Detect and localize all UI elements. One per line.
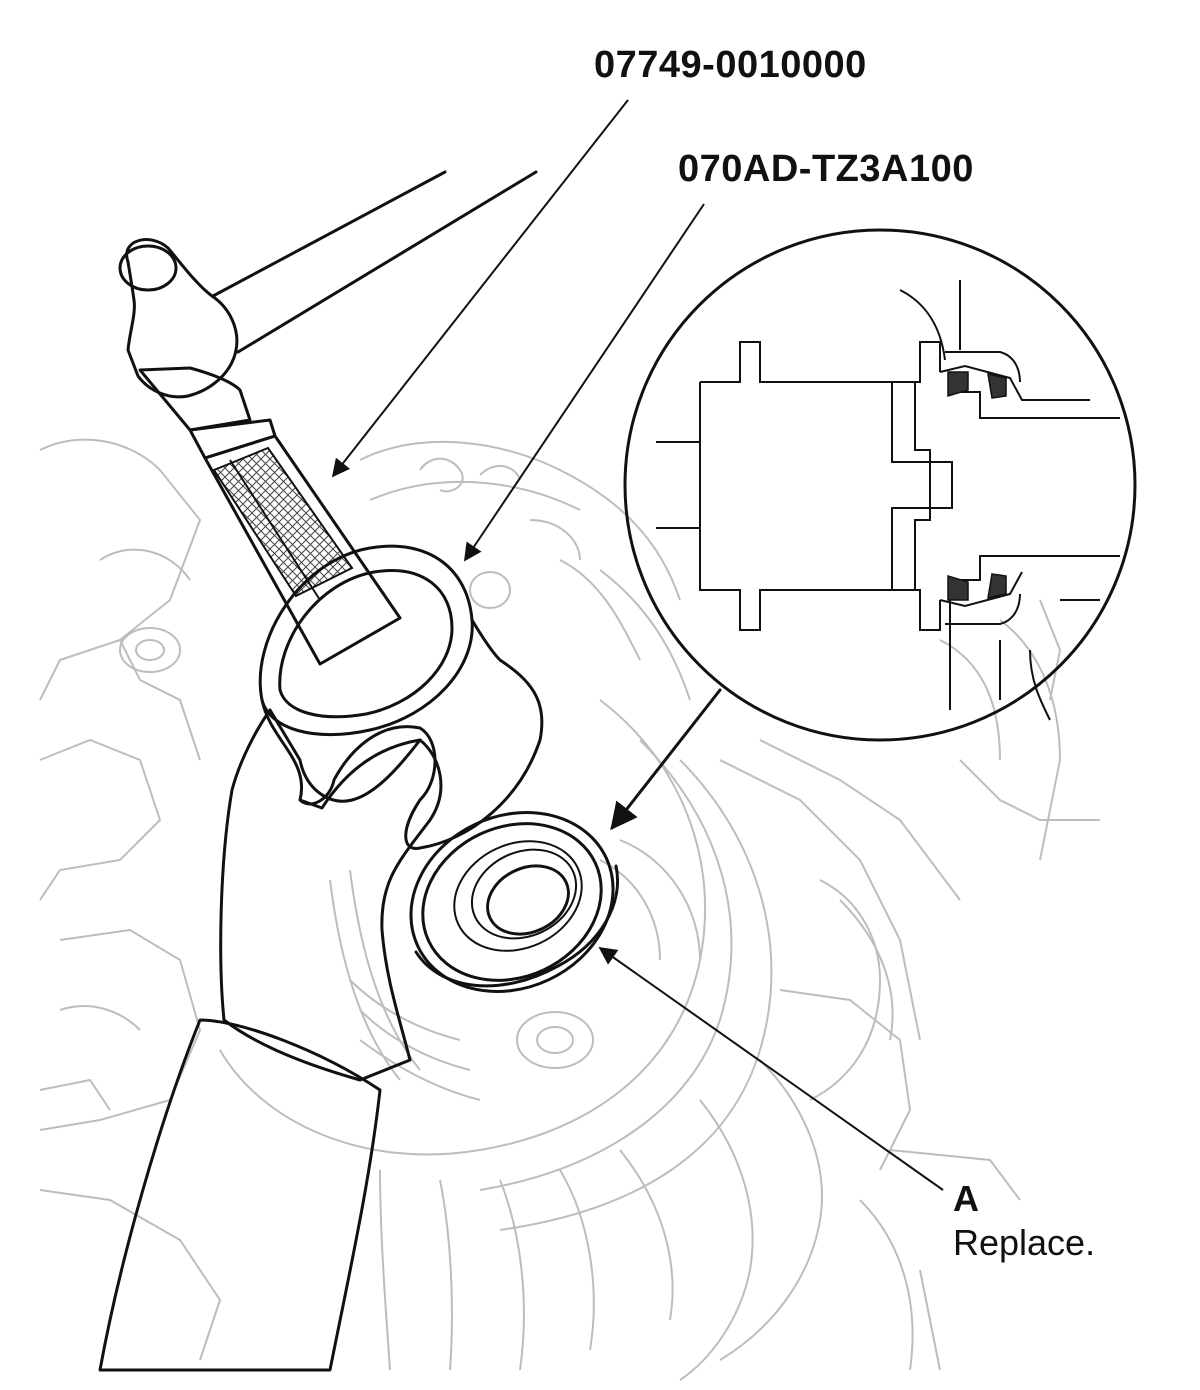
transmission-housing-background xyxy=(39,438,1100,1381)
technician-hand xyxy=(98,708,443,1372)
driver-handle xyxy=(138,366,402,666)
detail-inset xyxy=(623,228,1137,742)
seal-driver-attachment xyxy=(258,544,544,850)
callout-tool-07749-0010000: 07749-0010000 xyxy=(594,44,867,86)
callout-leaders xyxy=(331,99,944,1191)
callout-tool-070ad-tz3a100: 070AD-TZ3A100 xyxy=(678,148,974,190)
oil-seal-a xyxy=(409,811,619,993)
callout-part-letter: A xyxy=(953,1178,980,1219)
hammer xyxy=(118,170,538,399)
callout-part-note: Replace. xyxy=(953,1222,1096,1263)
